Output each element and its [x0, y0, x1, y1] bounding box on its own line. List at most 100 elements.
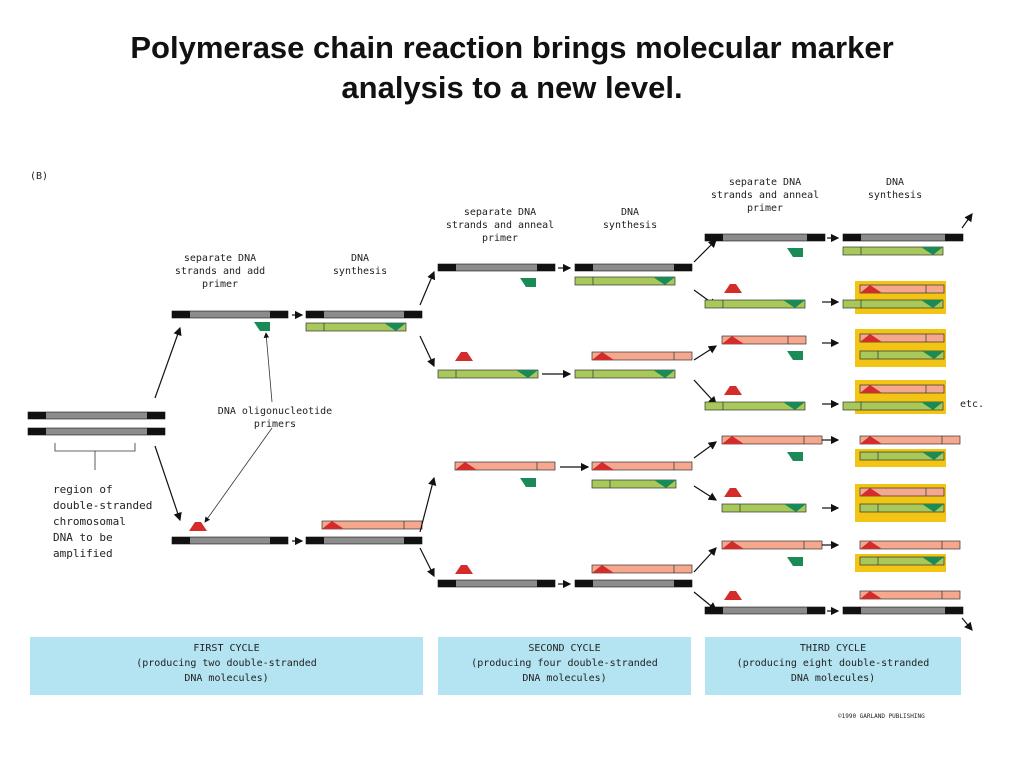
- etc-label: etc.: [960, 399, 985, 410]
- strand-end-cap: [945, 234, 963, 241]
- strand-end-cap: [674, 264, 692, 271]
- primer-segment-red: [722, 336, 744, 344]
- strand-end-cap: [807, 234, 825, 241]
- new-strand-green: [842, 401, 944, 411]
- original-strand: [27, 427, 166, 436]
- red-primer: [724, 386, 742, 395]
- strand-end-cap: [575, 264, 593, 271]
- new-strand-green: [704, 299, 806, 309]
- primer-segment-green: [922, 504, 944, 512]
- strand-end-cap: [807, 607, 825, 614]
- primer-segment-red: [860, 385, 882, 393]
- process-arrow: [693, 547, 717, 573]
- new-strand-pink: [454, 461, 556, 471]
- new-strand-green: [574, 369, 676, 379]
- primer-segment-red: [455, 462, 477, 470]
- strand-end-cap: [945, 607, 963, 614]
- red-primer: [455, 565, 473, 574]
- red-primer: [455, 352, 473, 361]
- new-strand-green: [305, 322, 407, 332]
- primer-segment-green: [783, 402, 805, 410]
- strand-end-cap: [575, 580, 593, 587]
- new-strand-pink: [859, 590, 961, 600]
- new-strand-green: [859, 556, 945, 566]
- primer-segment-green: [653, 370, 675, 378]
- strand-end-cap: [843, 234, 861, 241]
- primer-segment-green: [922, 351, 944, 359]
- strand-end-cap: [306, 311, 324, 318]
- primer-segment-red: [722, 541, 744, 549]
- red-primer: [724, 488, 742, 497]
- new-strand-pink: [591, 461, 693, 471]
- strand-end-cap: [843, 607, 861, 614]
- new-strand-green: [721, 503, 807, 513]
- primer-segment-red: [860, 436, 882, 444]
- process-arrow: [154, 445, 182, 522]
- primer-segment-red: [860, 334, 882, 342]
- new-strand-pink: [859, 435, 961, 445]
- primer-segment-green: [921, 247, 943, 255]
- primer-segment-red: [860, 285, 882, 293]
- new-strand-pink: [859, 333, 945, 343]
- process-arrow: [693, 379, 717, 405]
- primer-segment-red: [860, 591, 882, 599]
- primer-segment-red: [592, 352, 614, 360]
- new-strand-green: [574, 276, 676, 286]
- process-arrow: [693, 239, 717, 263]
- new-strand-pink: [591, 564, 693, 574]
- strand-end-cap: [674, 580, 692, 587]
- new-strand-pink: [859, 487, 945, 497]
- green-primer: [787, 557, 803, 566]
- new-strand-green: [859, 451, 945, 461]
- primer-segment-red: [860, 488, 882, 496]
- new-strand-pink: [591, 351, 693, 361]
- cycle-band-second: SECOND CYCLE(producing four double-stran…: [438, 637, 691, 695]
- strand-end-cap: [147, 412, 165, 419]
- primer-segment-green: [922, 557, 944, 565]
- process-arrow: [693, 345, 718, 361]
- green-primer: [520, 278, 536, 287]
- new-strand-green: [437, 369, 539, 379]
- new-strand-pink: [859, 384, 945, 394]
- original-strand: [27, 411, 166, 420]
- red-primer: [724, 591, 742, 600]
- strand-end-cap: [438, 580, 456, 587]
- primer-segment-red: [722, 436, 744, 444]
- primer-segment-green: [384, 323, 406, 331]
- primer-segment-red: [592, 462, 614, 470]
- strand-end-cap: [172, 537, 190, 544]
- strand-end-cap: [270, 537, 288, 544]
- new-strand-green: [591, 479, 677, 489]
- new-strand-green: [842, 246, 944, 256]
- cycle-band-third: THIRD CYCLE(producing eight double-stran…: [705, 637, 961, 695]
- slide-title-line-2: analysis to a new level.: [341, 70, 683, 105]
- new-strand-pink: [859, 540, 961, 550]
- new-strand-green: [842, 299, 944, 309]
- process-arrow: [419, 270, 436, 306]
- process-arrow: [419, 335, 435, 368]
- new-strand-pink: [721, 335, 807, 345]
- region-bracket: [54, 443, 136, 470]
- process-arrow: [693, 485, 718, 501]
- slide-title-line-1: Polymerase chain reaction brings molecul…: [130, 30, 894, 65]
- red-primer: [189, 522, 207, 531]
- strand-end-cap: [537, 264, 555, 271]
- strand-end-cap: [404, 311, 422, 318]
- primer-segment-green: [654, 480, 676, 488]
- green-primer: [787, 452, 803, 461]
- process-arrow: [961, 617, 973, 631]
- primer-segment-green: [516, 370, 538, 378]
- primer-segment-red: [592, 565, 614, 573]
- primer-segment-green: [921, 402, 943, 410]
- process-arrow: [693, 441, 717, 459]
- process-arrow: [154, 326, 182, 399]
- green-primer: [787, 351, 803, 360]
- primer-callout: [263, 332, 273, 403]
